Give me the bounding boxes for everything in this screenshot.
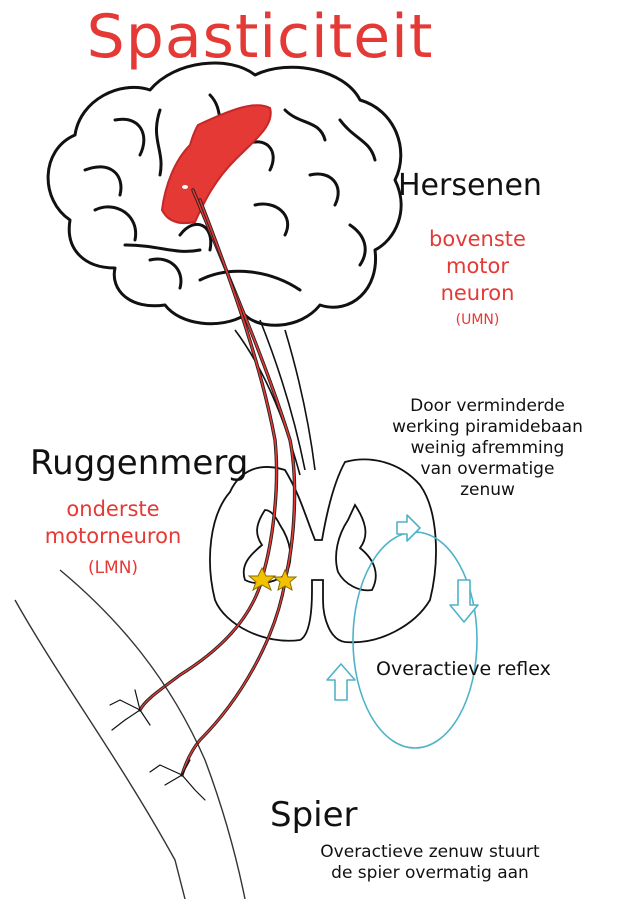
upper-motor-neuron-abbreviation: (UMN) [405, 312, 550, 328]
page-title: Spasticiteit [0, 2, 520, 72]
brain-label: Hersenen [398, 168, 542, 203]
upper-motor-neuron-tracts [193, 190, 295, 580]
upper-motor-neuron-label: bovenste motor neuron [405, 226, 550, 307]
lower-motor-neuron-abbreviation: (LMN) [18, 558, 208, 578]
spinal-cord-label: Ruggenmerg [30, 443, 248, 483]
muscle-label: Spier [270, 795, 358, 835]
lower-motor-neuron-tracts [140, 580, 285, 775]
muscle-note: Overactieve zenuw stuurt de spier overma… [270, 842, 590, 884]
cortex-highlight [182, 185, 188, 189]
overactive-reflex-label: Overactieve reflex [376, 658, 551, 680]
pyramidal-tract-note: Door verminderde werking piramidebaan we… [365, 396, 610, 501]
nerve-endings [110, 690, 205, 800]
motor-neuron-star-icon [249, 568, 296, 590]
brain-icon [48, 63, 401, 325]
leg-outline [15, 570, 245, 899]
lower-motor-neuron-label: onderste motorneuron [18, 496, 208, 550]
